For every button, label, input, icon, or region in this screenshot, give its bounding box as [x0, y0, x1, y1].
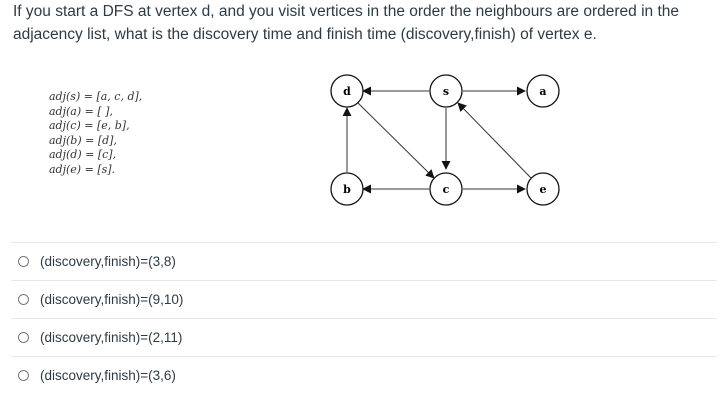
- vertex-label: c: [443, 183, 450, 196]
- edge-e-s: [457, 102, 532, 179]
- vertex-e: e: [526, 172, 560, 206]
- answer-label: (discovery,finish)=(3,6): [40, 368, 176, 383]
- vertex-label: e: [540, 183, 547, 196]
- vertex-label: d: [343, 85, 351, 98]
- answer-option[interactable]: (discovery,finish)=(2,11): [11, 318, 717, 356]
- adjacency-line: adj(b) = [d],: [49, 133, 117, 147]
- adjacency-line: adj(a) = [ ],: [49, 104, 113, 118]
- radio-button[interactable]: [18, 294, 29, 305]
- answer-option[interactable]: (discovery,finish)=(3,6): [11, 356, 717, 394]
- vertex-d: d: [330, 74, 364, 108]
- vertex-label: a: [539, 85, 546, 98]
- vertex-label: b: [343, 183, 351, 196]
- answer-label: (discovery,finish)=(3,8): [40, 254, 176, 269]
- answer-options: (discovery,finish)=(3,8) (discovery,fini…: [11, 242, 717, 394]
- answer-label: (discovery,finish)=(9,10): [40, 292, 184, 307]
- adjacency-line: adj(d) = [c],: [49, 148, 117, 161]
- radio-button[interactable]: [18, 332, 29, 343]
- vertex-b: b: [330, 172, 364, 206]
- answer-option[interactable]: (discovery,finish)=(9,10): [11, 280, 717, 318]
- radio-button[interactable]: [18, 256, 29, 267]
- graph-diagram: d s a b c e: [330, 74, 560, 206]
- adjacency-line: adj(s) = [a, c, d],: [49, 90, 143, 103]
- question-text: If you start a DFS at vertex d, and you …: [13, 3, 679, 43]
- adjacency-line: adj(c) = [e, b],: [49, 119, 130, 132]
- vertex-a: a: [526, 74, 560, 108]
- answer-option[interactable]: (discovery,finish)=(3,8): [11, 242, 717, 280]
- vertex-c: c: [429, 172, 463, 206]
- vertex-label: s: [443, 85, 449, 98]
- radio-button[interactable]: [18, 370, 29, 381]
- vertex-s: s: [429, 74, 463, 108]
- adjacency-line: adj(e) = [s].: [49, 162, 116, 176]
- answer-label: (discovery,finish)=(2,11): [40, 330, 183, 345]
- adjacency-list: adj(s) = [a, c, d], adj(a) = [ ], adj(c)…: [49, 90, 142, 177]
- edge-d-c: [357, 102, 435, 179]
